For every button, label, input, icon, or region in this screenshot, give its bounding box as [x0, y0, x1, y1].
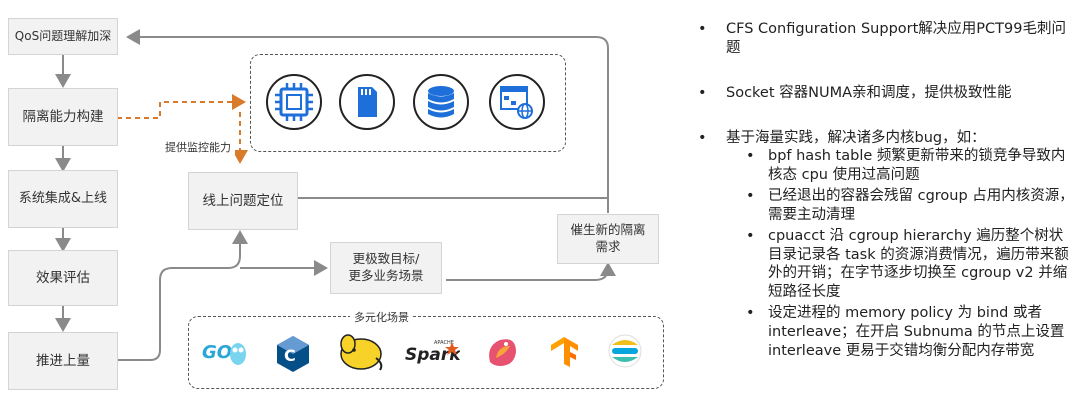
box-qos: QoS问题理解加深: [8, 18, 118, 55]
sub-bullet-cgroup-residual: 已经退出的容器会残留 cgroup 占用内核资源，需要主动清理: [726, 187, 1075, 225]
spark-logo-small-text: APACHE: [434, 340, 454, 346]
sub-bullet-cpuacct: cpuacct 沿 cgroup hierarchy 遍历整个树状目录记录各 t…: [726, 227, 1075, 302]
resources-container: [250, 54, 566, 152]
box-integration: 系统集成&上线: [8, 170, 118, 228]
cplusplus-logo-icon: C: [277, 336, 309, 372]
bullet-panel: CFS Configuration Support解决应用PCT99毛刺问题 S…: [690, 20, 1075, 363]
box-rollout: 推进上量: [8, 332, 118, 390]
database-icon: [413, 74, 469, 130]
monitor-label: 提供监控能力: [161, 139, 235, 155]
bullet-cfs: CFS Configuration Support解决应用PCT99毛刺问题: [690, 20, 1075, 58]
tensorflow-logo-icon: [551, 337, 578, 367]
bullet-kernel-bugs: 基于海量实践，解决诸多内核bug，如： bpf hash table 频繁更新带…: [690, 129, 1075, 361]
scenario-label: 多元化场景: [350, 309, 413, 325]
box-online-locate: 线上问题定位: [188, 172, 298, 230]
box-evaluation: 效果评估: [8, 250, 118, 306]
hadoop-logo-icon: [340, 334, 383, 371]
cpu-icon: [266, 74, 322, 130]
cplusplus-logo-text: C: [284, 346, 296, 365]
flink-logo-icon: [489, 339, 516, 366]
box-goal: 更极致目标/ 更多业务场景: [330, 242, 442, 294]
sub-bullet-memory-policy: 设定进程的 memory policy 为 bind 或者 interleave…: [726, 304, 1075, 361]
arrow-rollout-to-locate: [117, 230, 248, 361]
spark-logo-icon: APACHE Spark: [405, 340, 460, 365]
network-topology-icon: [489, 74, 545, 130]
sub-bullet-bpf: bpf hash table 频繁更新带来的锁竞争导致内核态 cpu 使用过高问…: [726, 147, 1075, 185]
orange-arrow-isolation-to-resources: [117, 94, 246, 119]
arrow-goal-to-needs: [446, 262, 616, 281]
box-isolation: 隔离能力构建: [8, 88, 118, 146]
memory-card-icon: [339, 74, 395, 130]
box-new-needs: 催生新的隔离 需求: [557, 214, 659, 264]
go-logo-icon: GO: [202, 342, 246, 365]
go-logo-text: GO: [202, 342, 232, 363]
arrow-feedback-loop: [126, 29, 609, 213]
spark-logo-text: Spark: [405, 345, 460, 365]
bullet-numa: Socket 容器NUMA亲和调度，提供极致性能: [690, 84, 1075, 103]
scenarios-container: [188, 316, 664, 389]
elastic-logo-icon: [608, 334, 642, 368]
